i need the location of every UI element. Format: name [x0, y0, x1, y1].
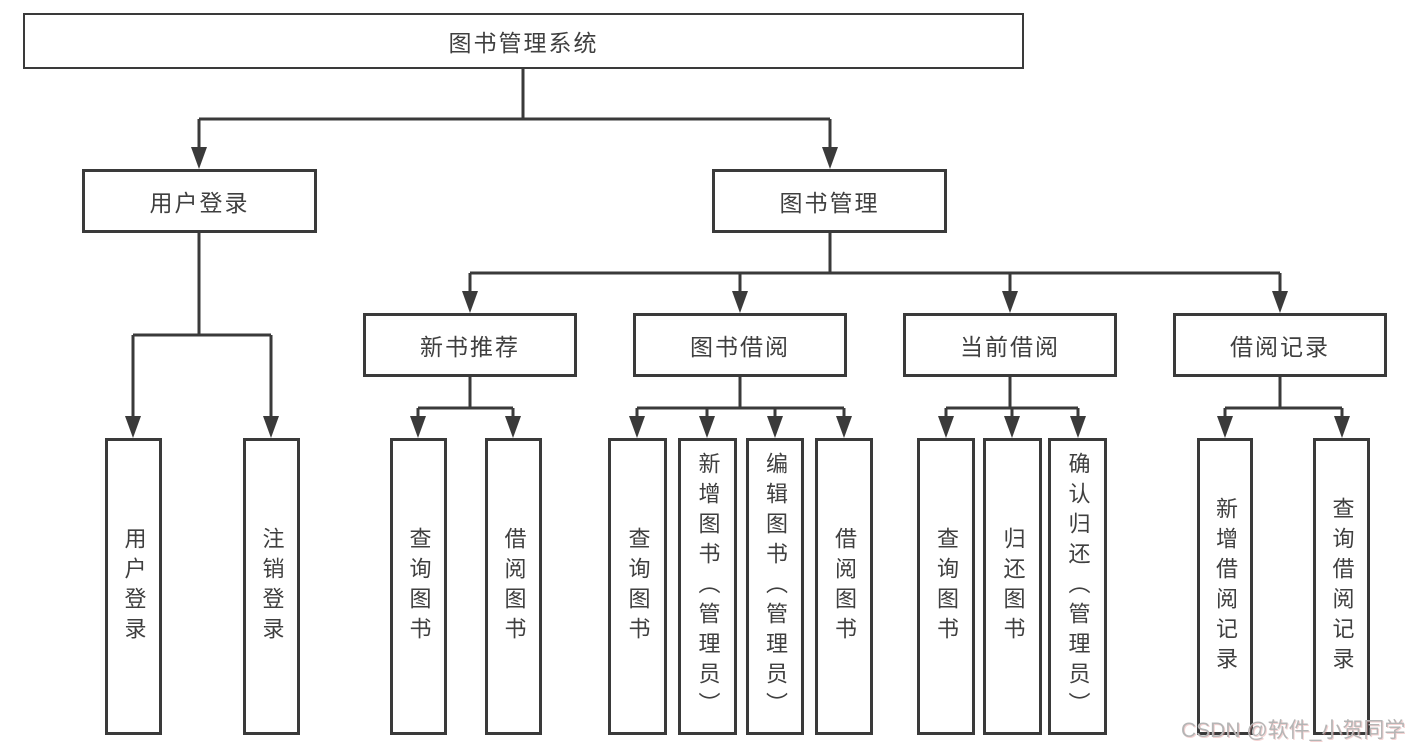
leaf-edit-book-admin: 编辑图书（管理员）	[746, 438, 804, 735]
node-root-label: 图书管理系统	[448, 30, 599, 56]
node-borrow-records: 借阅记录	[1173, 313, 1387, 377]
leaf-edit-book-admin-label: 编辑图书（管理员）	[763, 451, 788, 722]
leaf-logout: 注销登录	[243, 438, 300, 735]
leaf-recommend-query-books: 查询图书	[390, 438, 447, 735]
leaf-add-book-admin-label: 新增图书（管理员）	[695, 451, 721, 722]
leaf-query-borrow-record-label: 查询借阅记录	[1329, 496, 1355, 677]
leaf-logout-label: 注销登录	[259, 526, 285, 647]
node-book-management-label: 图书管理	[779, 190, 880, 216]
node-new-book-recommend-label: 新书推荐	[420, 334, 520, 360]
leaf-add-borrow-record-label: 新增借阅记录	[1213, 496, 1238, 677]
node-book-management: 图书管理	[712, 169, 947, 233]
leaf-return-book: 归还图书	[983, 438, 1042, 735]
node-current-borrow-label: 当前借阅	[960, 334, 1060, 360]
leaf-current-query-books: 查询图书	[917, 438, 975, 735]
leaf-borrow-book-label: 借阅图书	[832, 526, 857, 647]
leaf-add-book-admin: 新增图书（管理员）	[678, 438, 737, 735]
leaf-recommend-borrow-books: 借阅图书	[485, 438, 542, 735]
leaf-borrow-query-books-label: 查询图书	[625, 526, 651, 647]
node-user-login-label: 用户登录	[149, 190, 250, 216]
leaf-current-query-books-label: 查询图书	[934, 526, 959, 647]
node-root: 图书管理系统	[23, 13, 1024, 69]
node-borrow-records-label: 借阅记录	[1230, 334, 1330, 360]
leaf-recommend-borrow-books-label: 借阅图书	[501, 526, 527, 647]
csdn-watermark: CSDN @软件_小贺同学	[1181, 719, 1405, 742]
leaf-confirm-return-admin-label: 确认归还（管理员）	[1065, 451, 1091, 722]
leaf-borrow-query-books: 查询图书	[608, 438, 667, 735]
node-current-borrow: 当前借阅	[903, 313, 1117, 377]
leaf-confirm-return-admin: 确认归还（管理员）	[1048, 438, 1107, 735]
node-new-book-recommend: 新书推荐	[363, 313, 577, 377]
node-user-login: 用户登录	[82, 169, 317, 233]
leaf-return-book-label: 归还图书	[1000, 526, 1026, 647]
leaf-query-borrow-record: 查询借阅记录	[1313, 438, 1370, 735]
leaf-user-login-label: 用户登录	[121, 526, 147, 647]
leaf-user-login: 用户登录	[105, 438, 162, 735]
leaf-recommend-query-books-label: 查询图书	[406, 526, 432, 647]
leaf-add-borrow-record: 新增借阅记录	[1197, 438, 1253, 735]
leaf-borrow-book: 借阅图书	[815, 438, 873, 735]
node-book-borrow-label: 图书借阅	[690, 334, 790, 360]
node-book-borrow: 图书借阅	[633, 313, 847, 377]
